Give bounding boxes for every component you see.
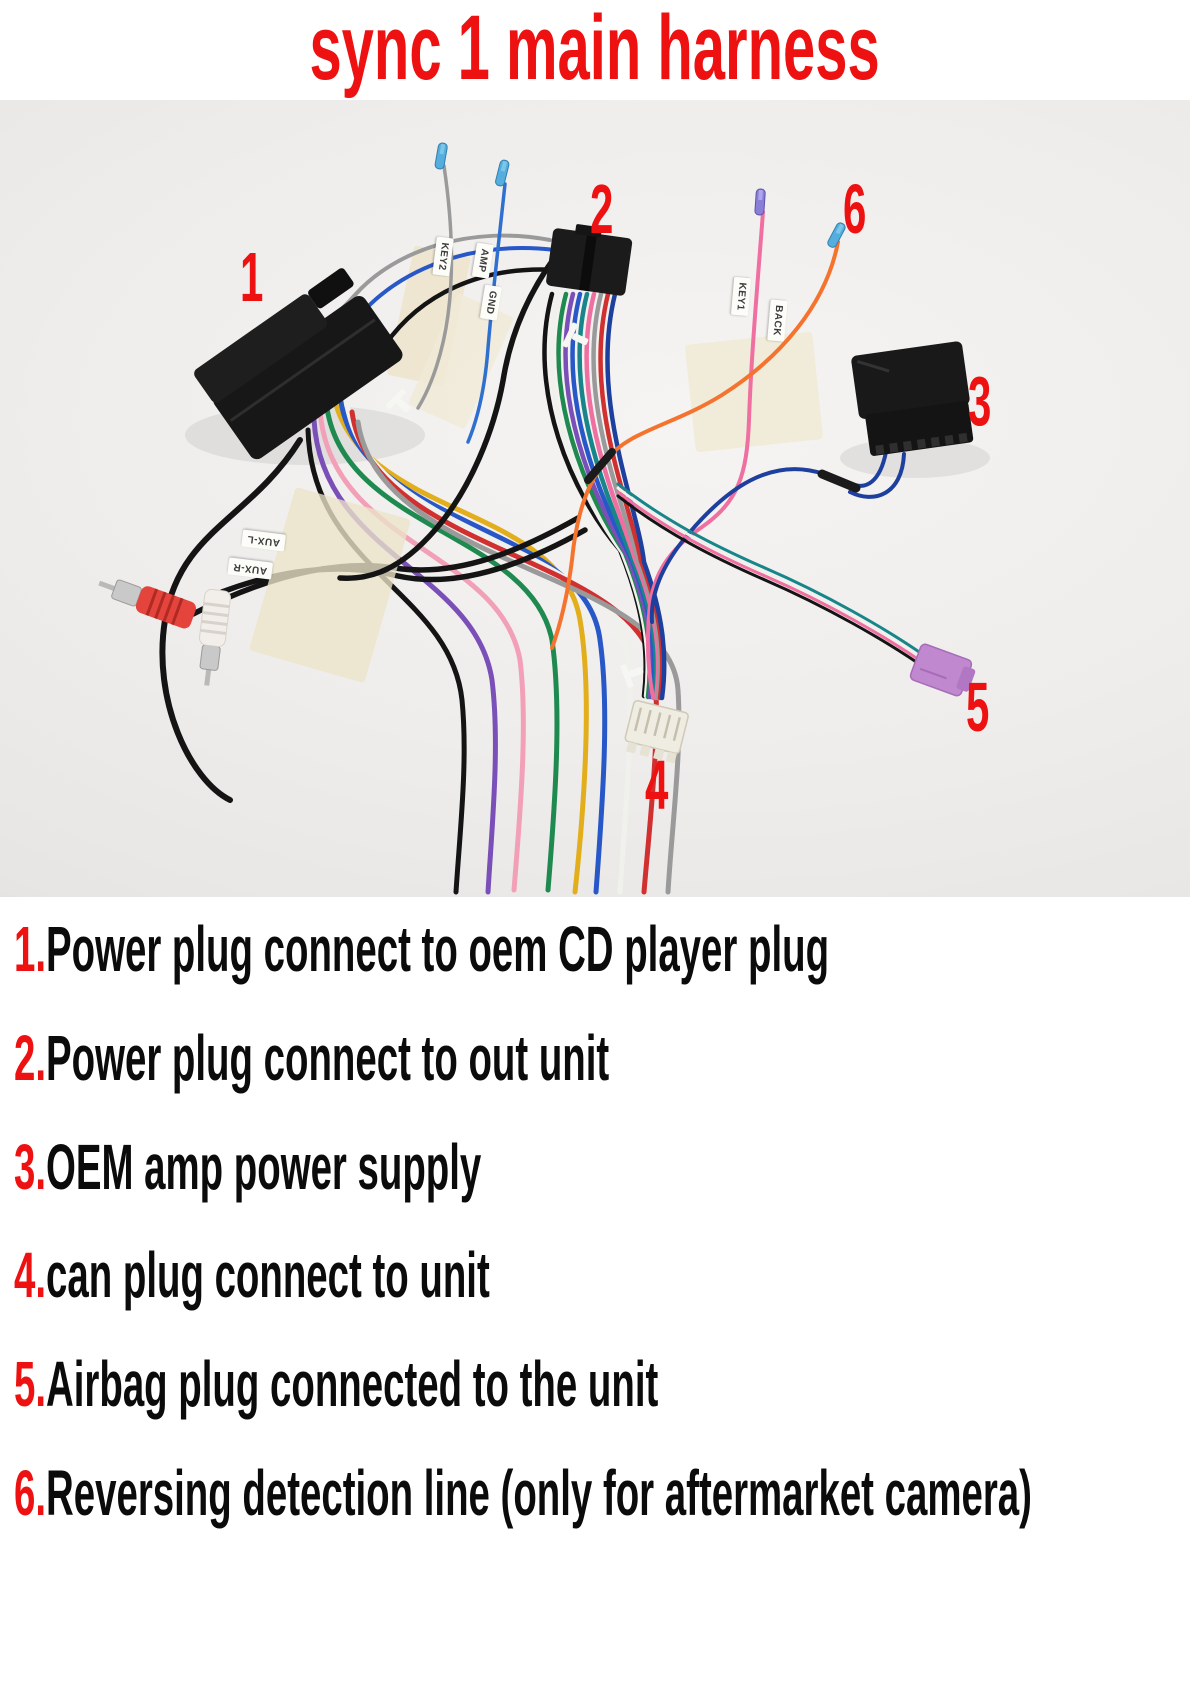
terminal-key2 — [434, 142, 448, 170]
can-plug-pins — [633, 707, 681, 741]
legend-text: Power plug connect to oem CD player plug — [46, 913, 830, 985]
amp-power-box-highlight — [856, 359, 890, 373]
wire-green — [323, 397, 560, 893]
zip-tie — [386, 389, 411, 413]
ampbox-navy-2 — [848, 452, 906, 499]
bundle-purple — [563, 291, 655, 700]
can-plug — [624, 700, 689, 764]
legend-text: Power plug connect to out unit — [46, 1022, 610, 1094]
unit-power-plug-slot — [579, 232, 598, 292]
oem-cd-plug-notch — [308, 268, 354, 309]
oem-cd-plug-seam — [229, 318, 376, 422]
oem-cd-plug — [194, 268, 403, 460]
harness-photo: KEY2 AMP GND KEY1 BACK AUX-L AUX-R 1 2 3… — [0, 100, 1190, 897]
legend-number: 1. — [14, 913, 47, 985]
bundle-teal — [577, 291, 659, 701]
zip-ties — [386, 322, 644, 688]
tape-strip — [408, 293, 514, 429]
rca-red-pin — [98, 580, 117, 592]
terminal-back — [827, 222, 846, 248]
marker-4: 4 — [645, 746, 669, 824]
wire-terminals — [434, 142, 846, 248]
rca-plug-red — [98, 579, 197, 629]
bundle-navy — [605, 291, 667, 701]
amp-power-box — [851, 341, 974, 456]
bundle-pink — [584, 291, 661, 701]
ribbon-black — [616, 494, 927, 670]
wire-yellow — [329, 383, 589, 895]
amp-power-box-teeth — [875, 432, 968, 455]
legend-item-5: 5.Airbag plug connected to the unit — [14, 1352, 1088, 1416]
airbag-plug-slot — [919, 667, 947, 680]
page-title-text: sync 1 main harness — [309, 0, 881, 99]
oem-cd-plug-top — [194, 294, 328, 403]
wire-tag-key1: KEY1 — [730, 276, 752, 317]
key2-wire — [416, 164, 454, 410]
legend-item-3: 3.OEM amp power supply — [14, 1135, 793, 1199]
masking-tape-key1 — [685, 332, 823, 452]
rca-plug-white — [198, 588, 232, 686]
legend-number: 5. — [14, 1348, 47, 1420]
rca-white-pin — [204, 667, 212, 686]
airbag-ribbon — [616, 482, 927, 670]
legend-number: 3. — [14, 1131, 47, 1203]
back-wire — [550, 240, 840, 650]
unit-power-plug-tab — [575, 224, 602, 238]
legend-text: can plug connect to unit — [46, 1239, 490, 1311]
rca-red-ridges — [145, 588, 184, 626]
ribbon-white — [616, 486, 927, 662]
masking-tape-aux — [249, 487, 411, 683]
legend-number: 6. — [14, 1457, 47, 1529]
amp-wire — [466, 182, 507, 444]
wire-red — [349, 409, 659, 895]
airbag-plug — [909, 643, 976, 697]
wire-white — [344, 400, 633, 895]
key1-wire — [645, 210, 765, 700]
legend-text: OEM amp power supply — [46, 1131, 482, 1203]
ampbox-navy-long — [649, 467, 826, 624]
legend-text: Airbag plug connected to the unit — [46, 1348, 659, 1420]
wire-tag-back: BACK — [767, 299, 788, 342]
zip-tie — [562, 322, 589, 348]
marker-2: 2 — [590, 170, 614, 248]
legend-number: 2. — [14, 1022, 47, 1094]
can-plug-teeth — [625, 741, 677, 764]
amp-power-box-top — [851, 341, 970, 419]
gnd-wire — [337, 247, 563, 581]
marker-6: 6 — [843, 170, 867, 248]
legend-item-2: 2.Power plug connect to out unit — [14, 1026, 1006, 1090]
marker-1: 1 — [240, 238, 264, 316]
oem-cd-plug-body — [213, 295, 403, 460]
terminal-amp — [495, 159, 510, 187]
legend-item-6: 6.Reversing detection line (only for aft… — [14, 1461, 1190, 1525]
harness-illustration — [98, 142, 990, 895]
legend-number: 4. — [14, 1239, 47, 1311]
zip-tie — [620, 664, 644, 688]
ribbon-teal — [616, 482, 927, 658]
wire-pink — [317, 407, 526, 893]
rca-white-barrel — [199, 644, 221, 671]
terminal-key1 — [754, 188, 766, 216]
page-title: sync 1 main harness — [0, 2, 1190, 94]
legend-text: Reversing detection line (only for after… — [46, 1457, 1032, 1529]
legend-item-1: 1.Power plug connect to oem CD player pl… — [14, 917, 1190, 981]
ampbox-sleeve — [817, 469, 861, 493]
ribbon-pink — [616, 490, 927, 666]
legend-item-4: 4.can plug connect to unit — [14, 1243, 807, 1307]
back-wire-sleeve — [584, 448, 616, 484]
rca-red-body — [135, 586, 197, 629]
marker-3: 3 — [968, 362, 992, 440]
rca-white-ridges — [200, 602, 230, 635]
airbag-plug-step — [956, 666, 976, 692]
rca-white-body — [198, 588, 232, 648]
unit-power-plug — [546, 224, 633, 296]
marker-5: 5 — [966, 668, 990, 746]
